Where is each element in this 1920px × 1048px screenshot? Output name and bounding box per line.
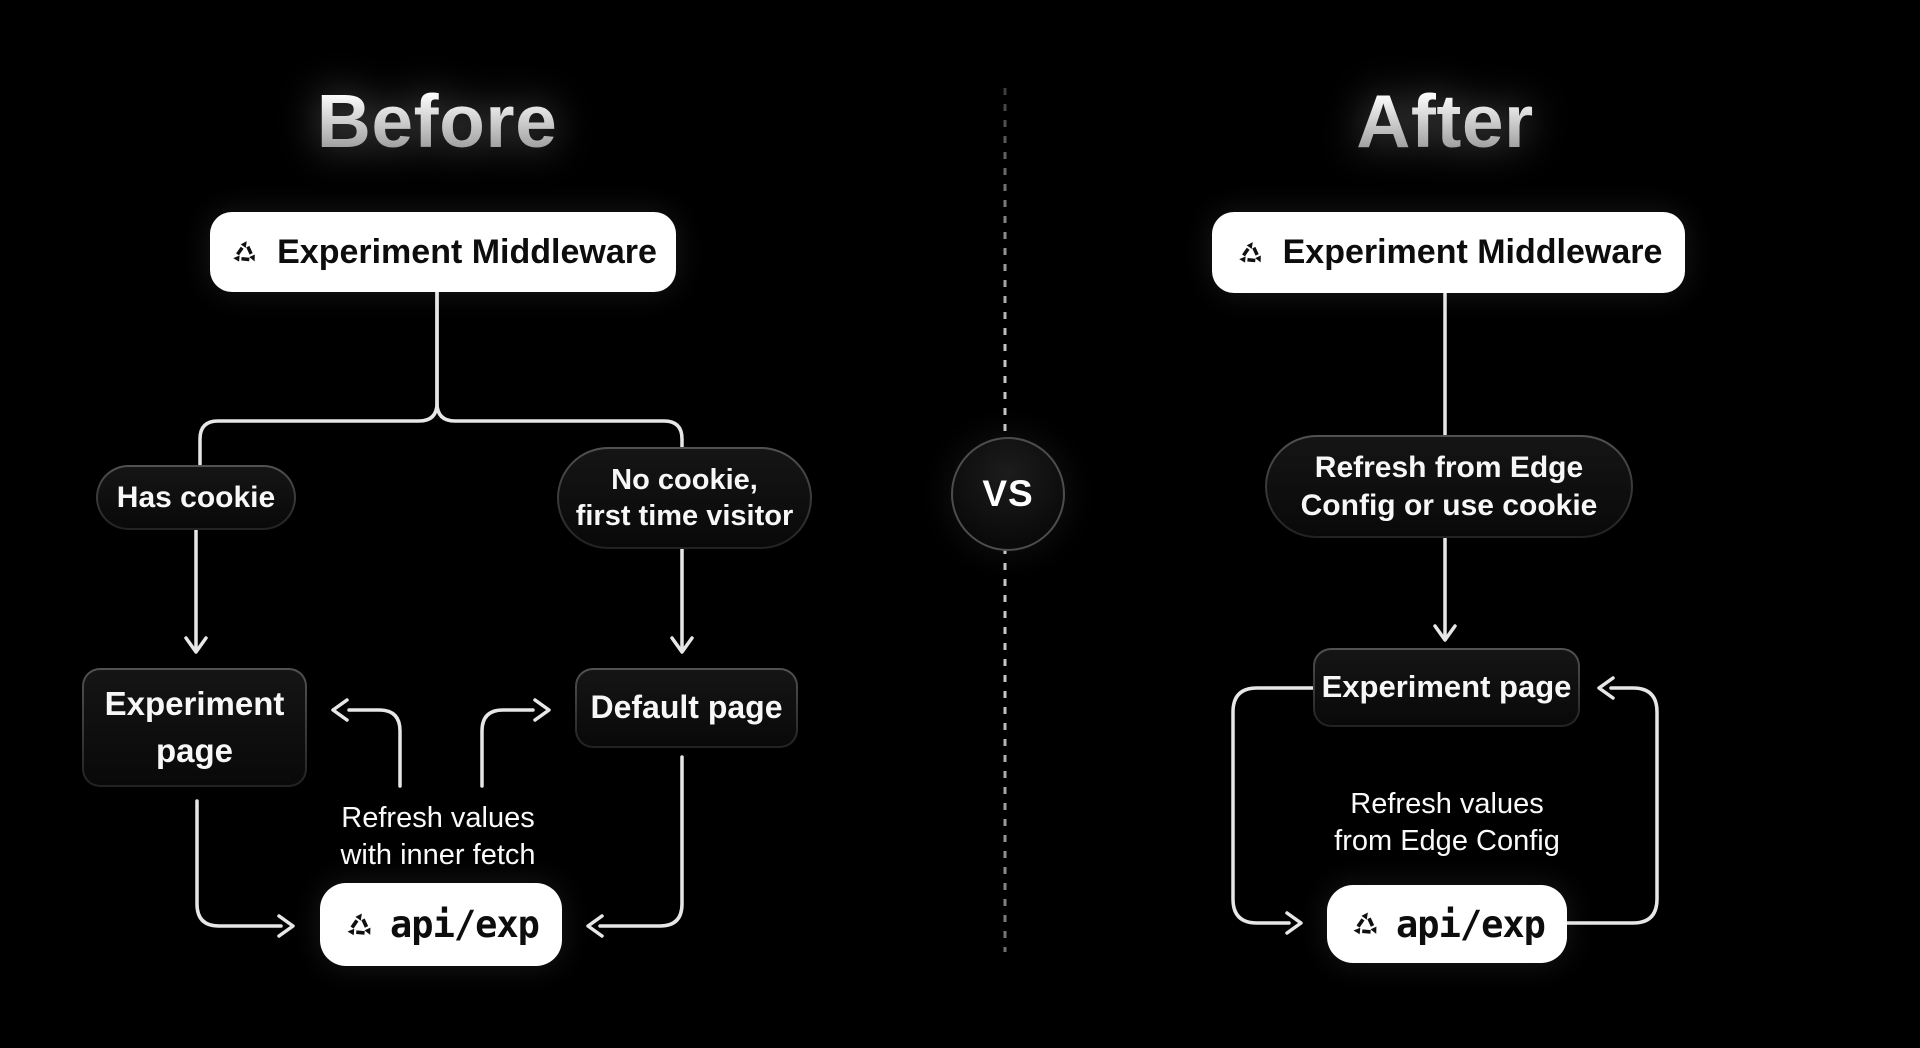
api-exp-label: api/exp	[390, 903, 540, 946]
experiment-middleware-node-before: Experiment Middleware	[210, 212, 676, 292]
default-page-label: Default page	[590, 689, 783, 726]
edge-fetch-to-default-page	[480, 708, 535, 788]
experiment-cycle-logo-icon	[1353, 912, 1377, 935]
refresh-note-after-line1: Refresh values	[1350, 788, 1544, 820]
refresh-note-before-line1: Refresh values	[341, 802, 535, 834]
arrowhead-down-experiment-page	[184, 636, 208, 654]
arrowhead-left-experiment-page-after	[1597, 676, 1615, 700]
edge-middleware-to-has-cookie	[198, 290, 439, 467]
refresh-note-after-line2: from Edge Config	[1334, 824, 1560, 857]
refresh-note-before-line2: with inner fetch	[340, 838, 536, 871]
experiment-middleware-label: Experiment Middleware	[1282, 233, 1663, 271]
arrowhead-left-experiment-page	[331, 698, 349, 722]
no-cookie-pill: No cookie, first time visitor	[557, 447, 812, 549]
experiment-cycle-logo-icon	[1238, 241, 1261, 263]
api-exp-node-before: api/exp	[320, 883, 562, 966]
after-title: After	[1195, 84, 1695, 159]
experiment-cycle-logo-icon	[347, 912, 371, 935]
default-page-node: Default page	[575, 668, 798, 748]
refresh-pill-line1: Refresh from Edge	[1314, 451, 1584, 484]
experiment-middleware-label: Experiment Middleware	[277, 232, 657, 271]
arrowhead-right-api-after	[1285, 911, 1303, 935]
no-cookie-label-line1: No cookie,	[611, 463, 758, 496]
arrowhead-right-default-page	[533, 698, 551, 722]
edge-fetch-to-experiment-page	[347, 708, 402, 788]
vs-badge: VS	[951, 437, 1065, 551]
experiment-page-node-before: Experiment page	[82, 668, 307, 787]
before-title: Before	[187, 84, 687, 159]
has-cookie-label: Has cookie	[116, 481, 276, 514]
experiment-page-label: Experiment page	[1321, 669, 1572, 705]
vs-label: VS	[982, 473, 1034, 514]
api-exp-label: api/exp	[1396, 902, 1546, 946]
experiment-middleware-node-after: Experiment Middleware	[1212, 212, 1685, 293]
arrowhead-down-experiment-page-after	[1433, 624, 1457, 642]
no-cookie-label-line2: first time visitor	[575, 500, 794, 532]
refresh-pill-line2: Config or use cookie	[1300, 488, 1598, 522]
refresh-note-before: Refresh values with inner fetch	[288, 800, 588, 873]
edge-middleware-to-no-cookie	[435, 290, 684, 449]
arrowhead-down-default-page	[670, 636, 694, 654]
experiment-page-label-line1: Experiment	[104, 685, 285, 723]
refresh-note-after: Refresh values from Edge Config	[1297, 786, 1597, 859]
arrowhead-left-api-right	[586, 914, 604, 938]
api-exp-node-after: api/exp	[1327, 885, 1567, 963]
edge-default-page-to-api	[598, 755, 684, 928]
has-cookie-pill: Has cookie	[96, 465, 296, 530]
experiment-cycle-logo-icon	[233, 241, 255, 262]
edge-experiment-page-to-api	[195, 799, 283, 928]
refresh-edge-config-pill: Refresh from Edge Config or use cookie	[1265, 435, 1633, 538]
experiment-page-label-line2: page	[155, 731, 234, 769]
experiment-page-node-after: Experiment page	[1313, 648, 1580, 727]
arrowhead-right-api-left	[277, 914, 295, 938]
